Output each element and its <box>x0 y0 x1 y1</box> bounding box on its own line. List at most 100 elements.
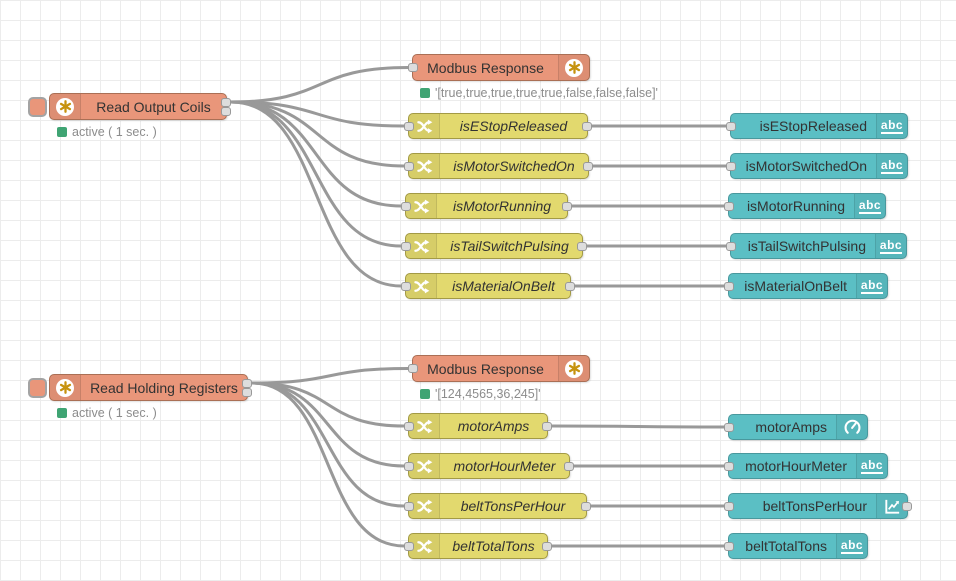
modbus-flower-icon <box>56 97 74 116</box>
output-port[interactable] <box>221 106 231 116</box>
wire[interactable] <box>250 381 406 468</box>
input-port[interactable] <box>724 461 734 471</box>
switch-shuffle-icon <box>413 278 430 295</box>
output-port[interactable] <box>564 461 574 471</box>
wire[interactable] <box>250 381 406 428</box>
text-abc-icon: abc <box>858 197 882 214</box>
output-port[interactable] <box>581 501 591 511</box>
node-switch-motorAmps[interactable]: motorAmps <box>404 413 552 439</box>
input-port[interactable] <box>408 63 418 72</box>
node-label: Modbus Response <box>427 360 544 377</box>
text-abc-icon: abc <box>840 537 864 554</box>
trigger-button[interactable] <box>28 96 47 117</box>
input-port[interactable] <box>401 201 411 211</box>
input-port[interactable] <box>726 121 736 131</box>
node-ui-gauge-motorAmps[interactable]: motorAmps <box>724 414 868 440</box>
wire[interactable] <box>229 100 403 248</box>
node-switch-isMotorSwitchedOn[interactable]: isMotorSwitchedOn <box>404 153 593 179</box>
input-port[interactable] <box>404 421 414 431</box>
node-icon-area <box>406 234 437 258</box>
node-label: isMaterialOnBelt <box>452 278 555 294</box>
node-icon-area <box>409 154 440 178</box>
input-port[interactable] <box>726 161 736 171</box>
trigger-button[interactable] <box>28 377 47 398</box>
input-port[interactable] <box>404 501 414 511</box>
node-switch-isEStopReleased[interactable]: isEStopReleased <box>404 113 592 139</box>
text-abc-icon: abc <box>880 117 904 134</box>
node-status: '[true,true,true,true,true,false,false,f… <box>420 86 658 100</box>
node-switch-isMaterialOnBelt[interactable]: isMaterialOnBelt <box>401 273 575 299</box>
status-text: '[124,4565,36,245]' <box>435 387 541 401</box>
output-port[interactable] <box>562 201 572 211</box>
wire[interactable] <box>250 367 410 385</box>
node-switch-isTailSwitchPulsing[interactable]: isTailSwitchPulsing <box>401 233 587 259</box>
input-port[interactable] <box>724 281 734 291</box>
wire[interactable] <box>229 100 406 168</box>
wire[interactable] <box>229 100 406 128</box>
wire[interactable] <box>550 424 726 429</box>
input-port[interactable] <box>408 364 418 373</box>
wire[interactable] <box>250 381 406 548</box>
input-port[interactable] <box>401 241 411 251</box>
output-port[interactable] <box>582 121 592 131</box>
text-abc-icon: abc <box>860 277 884 294</box>
node-switch-isMotorRunning[interactable]: isMotorRunning <box>401 193 572 219</box>
input-port[interactable] <box>404 541 414 551</box>
switch-shuffle-icon <box>413 198 430 215</box>
input-port[interactable] <box>724 201 734 211</box>
node-ui-chart-beltTonsPerHour[interactable]: beltTonsPerHour <box>724 493 912 519</box>
wire[interactable] <box>229 100 403 288</box>
node-icon-area <box>406 274 437 298</box>
wire[interactable] <box>250 381 406 508</box>
input-port[interactable] <box>726 241 736 251</box>
input-port[interactable] <box>404 461 414 471</box>
input-port[interactable] <box>724 422 734 432</box>
output-port[interactable] <box>242 378 252 388</box>
node-status: active ( 1 sec. ) <box>57 406 157 420</box>
node-modbus-response-registers[interactable]: Modbus Response <box>408 355 590 382</box>
switch-shuffle-icon <box>416 158 433 175</box>
node-icon-area: abc <box>876 154 907 178</box>
node-switch-motorHourMeter[interactable]: motorHourMeter <box>404 453 574 479</box>
switch-shuffle-icon <box>416 118 433 135</box>
output-port[interactable] <box>542 421 552 431</box>
output-port[interactable] <box>902 501 912 511</box>
switch-shuffle-icon <box>413 238 430 255</box>
node-status: active ( 1 sec. ) <box>57 125 157 139</box>
input-port[interactable] <box>404 121 414 131</box>
node-switch-beltTonsPerHour[interactable]: beltTonsPerHour <box>404 493 591 519</box>
node-switch-beltTotalTons[interactable]: beltTotalTons <box>404 533 552 559</box>
output-port[interactable] <box>221 97 231 107</box>
node-read-output-coils[interactable]: Read Output Coils <box>28 93 231 120</box>
node-label: isTailSwitchPulsing <box>450 238 569 254</box>
output-port[interactable] <box>577 241 587 251</box>
output-port[interactable] <box>542 541 552 551</box>
input-port[interactable] <box>401 281 411 291</box>
node-label: motorAmps <box>457 418 530 434</box>
node-status: '[124,4565,36,245]' <box>420 387 541 401</box>
output-port[interactable] <box>242 387 252 397</box>
output-port[interactable] <box>565 281 575 291</box>
wire[interactable] <box>229 100 403 208</box>
input-port[interactable] <box>724 501 734 511</box>
node-modbus-response-coils[interactable]: Modbus Response <box>408 54 590 81</box>
node-label: beltTonsPerHour <box>762 498 867 514</box>
wire[interactable] <box>229 66 410 104</box>
input-port[interactable] <box>724 541 734 551</box>
node-label: Read Holding Registers <box>90 379 238 396</box>
node-icon-area: abc <box>856 274 887 298</box>
output-port[interactable] <box>583 161 593 171</box>
input-port[interactable] <box>404 161 414 171</box>
status-dot-icon <box>57 408 67 418</box>
node-icon-area: abc <box>856 454 887 478</box>
node-read-holding-registers[interactable]: Read Holding Registers <box>28 374 252 401</box>
